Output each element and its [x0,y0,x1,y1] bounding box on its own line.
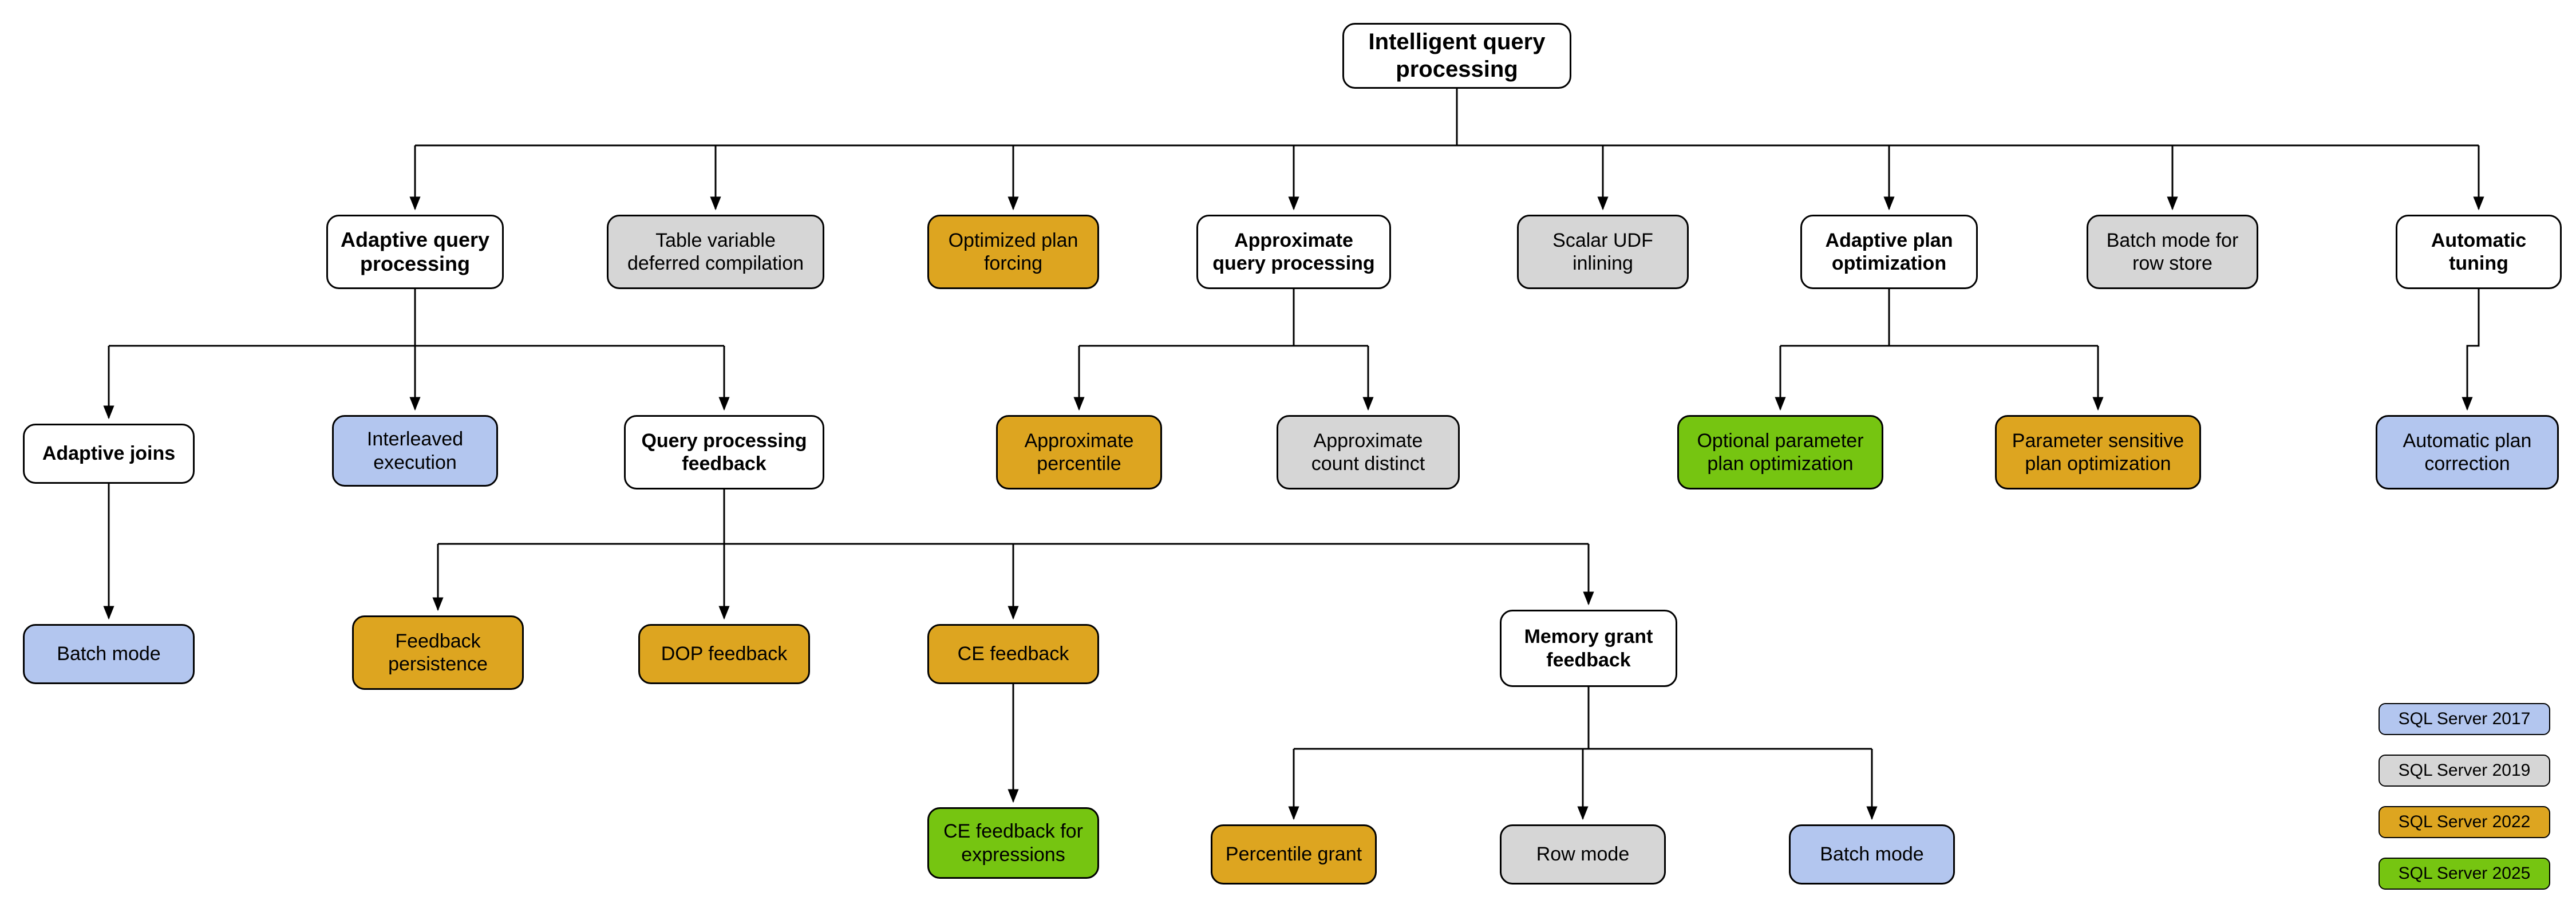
node-pspo[interactable]: Parameter sensitive plan optimization [1995,415,2201,489]
node-aj[interactable]: Adaptive joins [23,424,195,484]
node-pg[interactable]: Percentile grant [1211,824,1377,885]
node-apo[interactable]: Adaptive plan optimization [1800,215,1978,289]
node-fp[interactable]: Feedback persistence [352,615,524,690]
node-ie[interactable]: Interleaved execution [332,415,498,487]
node-label: Approximate count distinct [1311,429,1425,475]
node-label: Table variable deferred compilation [627,229,804,274]
node-label: Optimized plan forcing [948,229,1078,274]
node-label: Adaptive query processing [340,227,490,275]
node-label: Batch mode [57,643,161,665]
node-label: Query processing feedback [641,429,807,475]
node-cef[interactable]: CE feedback [927,624,1099,684]
node-label: Batch mode for row store [2106,229,2239,274]
node-appqp[interactable]: Approximate query processing [1196,215,1391,289]
node-apc[interactable]: Automatic plan correction [2376,415,2559,489]
legend-item-sql-server-2017: SQL Server 2017 [2379,703,2550,735]
node-label: Batch mode [1820,843,1924,866]
node-at[interactable]: Automatic tuning [2396,215,2562,289]
legend-label: SQL Server 2019 [2398,761,2531,780]
node-label: Automatic plan correction [2403,429,2532,475]
node-tvdc[interactable]: Table variable deferred compilation [607,215,824,289]
legend-label: SQL Server 2017 [2398,709,2531,728]
legend-label: SQL Server 2022 [2398,812,2531,831]
legend-label: SQL Server 2025 [2398,864,2531,883]
node-label: Parameter sensitive plan optimization [2012,429,2184,475]
connector-at-to-apc [2462,289,2480,411]
node-acd[interactable]: Approximate count distinct [1277,415,1460,489]
node-label: Memory grant feedback [1524,626,1653,671]
node-dopf[interactable]: DOP feedback [638,624,810,684]
node-label: Scalar UDF inlining [1552,229,1653,274]
legend-item-sql-server-2025: SQL Server 2025 [2379,858,2550,890]
node-sudf[interactable]: Scalar UDF inlining [1517,215,1689,289]
node-label: Feedback persistence [388,630,488,675]
node-bm2[interactable]: Batch mode [1789,824,1955,885]
node-bmrs[interactable]: Batch mode for row store [2087,215,2258,289]
node-oppo[interactable]: Optional parameter plan optimization [1677,415,1883,489]
node-label: Intelligent query processing [1368,29,1546,82]
node-label: Approximate percentile [1024,429,1134,475]
legend-item-sql-server-2019: SQL Server 2019 [2379,755,2550,787]
node-iqp[interactable]: Intelligent query processing [1342,23,1571,89]
node-label: Optional parameter plan optimization [1697,429,1864,475]
node-rm[interactable]: Row mode [1500,824,1666,885]
node-label: CE feedback for expressions [943,820,1083,866]
node-qpf[interactable]: Query processing feedback [624,415,824,489]
legend-item-sql-server-2022: SQL Server 2022 [2379,806,2550,838]
node-bm1[interactable]: Batch mode [23,624,195,684]
node-label: Adaptive plan optimization [1825,229,1953,274]
node-label: Approximate query processing [1212,229,1375,274]
node-label: Percentile grant [1225,843,1362,866]
node-aqp[interactable]: Adaptive query processing [326,215,504,289]
node-label: Adaptive joins [42,443,176,465]
node-opf[interactable]: Optimized plan forcing [927,215,1099,289]
node-ap[interactable]: Approximate percentile [996,415,1162,489]
node-mgf[interactable]: Memory grant feedback [1500,610,1677,687]
node-label: Row mode [1536,843,1630,866]
node-label: Automatic tuning [2431,229,2527,274]
node-cefe[interactable]: CE feedback for expressions [927,807,1099,879]
node-label: CE feedback [957,643,1069,665]
node-label: DOP feedback [661,643,788,665]
node-label: Interleaved execution [366,428,464,473]
